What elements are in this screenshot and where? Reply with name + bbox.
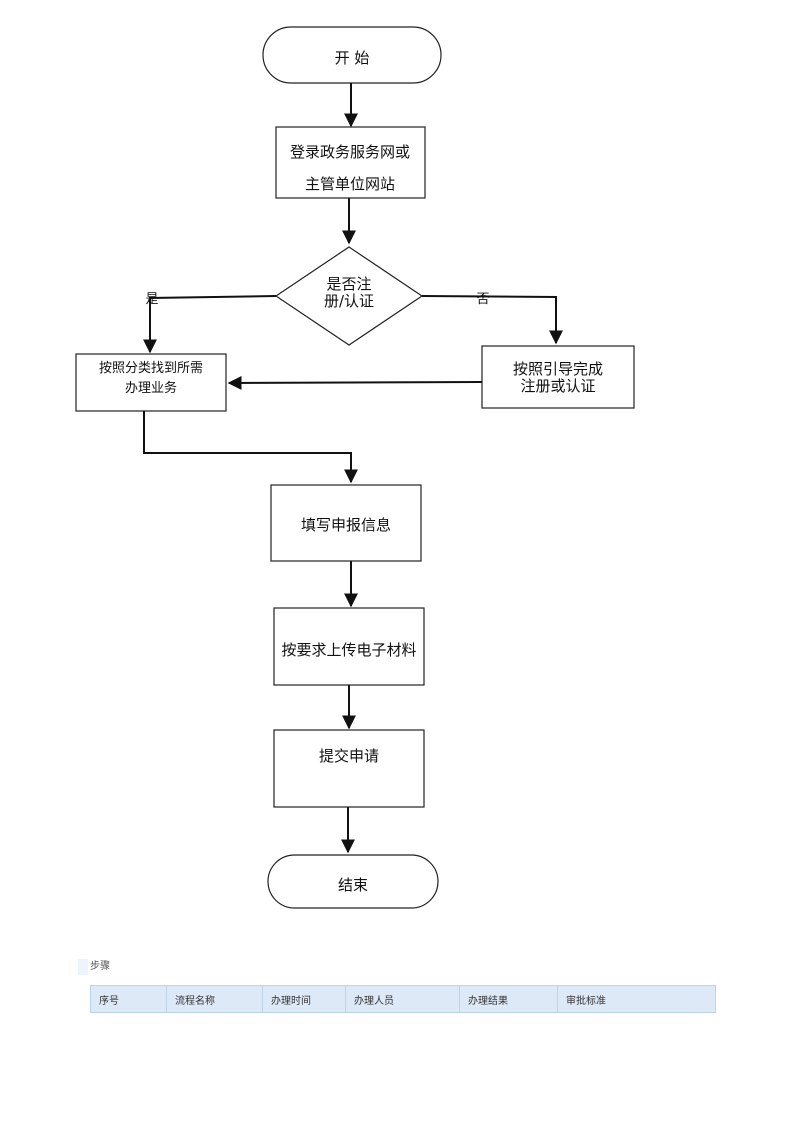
login-text-line2: 主管单位网站	[305, 175, 395, 193]
find-text-line1: 按照分类找到所需	[99, 361, 203, 376]
edge-register-find	[227, 375, 483, 390]
decision-text-line1: 是否注	[326, 275, 371, 293]
column-header-result: 办理结果	[459, 985, 558, 1013]
login-box: 登录政务服务网或 主管单位网站	[275, 126, 426, 199]
column-header-approval-standard: 审批标准	[557, 985, 716, 1013]
flowchart: 开 始 登录政务服务网或 主管单位网站 是否注 册/认证 是 否 按照分类找到所…	[75, 26, 635, 909]
end-text: 结束	[338, 876, 368, 894]
yes-label: 是	[145, 292, 158, 307]
decision-text-line2: 册/认证	[324, 292, 374, 310]
start-text: 开 始	[335, 49, 370, 67]
column-header-handler: 办理人员	[345, 985, 460, 1013]
register-text-line1: 按照引导完成	[513, 360, 603, 378]
steps-table: 序号 流程名称 办理时间 办理人员 办理结果 审批标准	[90, 985, 716, 1013]
edge-decision-no	[421, 295, 563, 345]
upload-text: 按要求上传电子材料	[281, 641, 416, 659]
submit-text: 提交申请	[319, 747, 379, 765]
decision-diamond: 是否注 册/认证	[274, 246, 424, 346]
find-text-line2: 办理业务	[125, 380, 177, 396]
submit-box: 提交申请	[273, 729, 425, 808]
column-header-processing-time: 办理时间	[262, 985, 346, 1013]
column-header-index: 序号	[90, 985, 167, 1013]
no-label: 否	[476, 292, 489, 307]
end-terminal: 结束	[267, 854, 439, 909]
edge-find-fill	[143, 411, 358, 484]
column-header-process-name: 流程名称	[166, 985, 263, 1013]
fill-info-box: 填写申报信息	[270, 484, 422, 562]
steps-header-row: 序号 流程名称 办理时间 办理人员 办理结果 审批标准	[90, 985, 716, 1013]
steps-section-label: 步骤	[78, 959, 110, 975]
register-text-line2: 注册或认证	[520, 377, 595, 395]
find-service-box: 按照分类找到所需 办理业务	[75, 353, 227, 412]
upload-box: 按要求上传电子材料	[273, 607, 425, 686]
fill-info-text: 填写申报信息	[301, 516, 391, 534]
edge-decision-yes	[143, 295, 277, 354]
start-terminal: 开 始	[262, 26, 442, 84]
login-text-line1: 登录政务服务网或	[290, 143, 410, 161]
register-box: 按照引导完成 注册或认证	[481, 345, 635, 409]
